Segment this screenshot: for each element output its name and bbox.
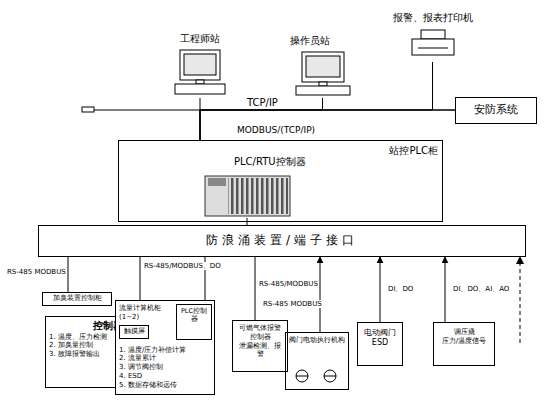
signal-label: RS-485/MODBUS [258,280,319,288]
connector [380,257,381,322]
device-label-box: 加臭装置控制柜 [42,292,112,306]
printer: 报警、报表打印机 [385,12,480,62]
node-title: 防浪涌装置/端子接口 [206,233,358,248]
connector [200,98,323,140]
node-title: PLC/RTU控制器 [234,156,336,169]
node-title: 触摸屏 [124,327,145,336]
signal-label: RS-485/MODBUS、DO [143,262,222,270]
connector [140,257,141,300]
node-title: 电动阀门 [364,328,396,338]
plc-rack [205,176,290,216]
node-title: 可燃气体报警控制器 [236,324,284,342]
controller: PLC/RTU控制器 [206,156,336,218]
node-text: 3. 调节阀控制 [119,363,211,372]
cabinet-box: 站控PLC柜PLC/RTU控制器 [118,140,443,222]
valve-box: 电动阀门ESD [357,322,403,366]
actuator-box: 阀门电动执行机构 [285,332,349,390]
node-title: 站控PLC柜 [123,145,438,158]
printer-icon [412,30,454,55]
node-title: 调压撬 [454,328,475,337]
signal-label: DI、DO、AI、AO [452,285,510,293]
flow-computer-box: 流量计算机柜(1~2) 1. 温度/压力补偿计算2. 流量累计3. 调节阀控制4.… [115,300,215,395]
node-text: 2. 流量累计 [119,354,211,363]
plc-box: PLC控制器 [176,304,212,340]
node-text: 5. 数据存储和远传 [119,381,211,390]
node-text: 1. 温度/压力补偿计算 [119,346,211,355]
signal-label: TCP/IP [246,97,279,109]
node-text: ESD [372,338,388,348]
node-title: 流量计算机柜(1~2) [119,304,175,322]
node-text: 4. ESD [119,372,211,381]
workstation: 工程师站 [170,33,230,98]
connector [200,62,433,140]
computer-icon [296,52,350,95]
connector [200,110,455,140]
workstation: 操作员站 [290,35,355,98]
alarm-controller-box: 可燃气体报警控制器泄漏检测、报警 [232,320,288,372]
node-title: 加臭装置控制柜 [53,294,102,303]
signal-label: RS-485 MODBUS [262,300,323,308]
signal-label: MODBUS/(TCP/IP) [236,125,316,136]
node-title: 阀门电动执行机构 [289,336,345,345]
touch-screen-box: 触摸屏 [119,325,149,339]
node-title: 操作员站 [290,35,355,48]
connector [68,257,69,292]
node-title: 工程师站 [170,33,230,46]
computer-icon [175,50,225,94]
signal-label: DI、DO [387,285,414,293]
connector [445,257,446,322]
node-title: PLC控制器 [179,307,209,323]
skid-box: 调压撬压力/温度信号 [433,322,495,366]
node-text: 压力/温度信号 [442,337,486,346]
system-box: 安防系统 [455,97,537,124]
bus-end [82,107,94,112]
signal-label: RS-485 MODBUS [6,268,67,276]
terminal-band: 防浪涌装置/端子接口 [38,225,526,257]
connector [320,257,321,332]
node-title: 报警、报表打印机 [385,12,480,25]
signal-wire [516,256,524,345]
node-text: 泄漏检测、报警 [236,342,284,360]
connector [255,257,256,320]
node-title: 安防系统 [474,103,518,117]
valve-symbol [296,370,336,382]
